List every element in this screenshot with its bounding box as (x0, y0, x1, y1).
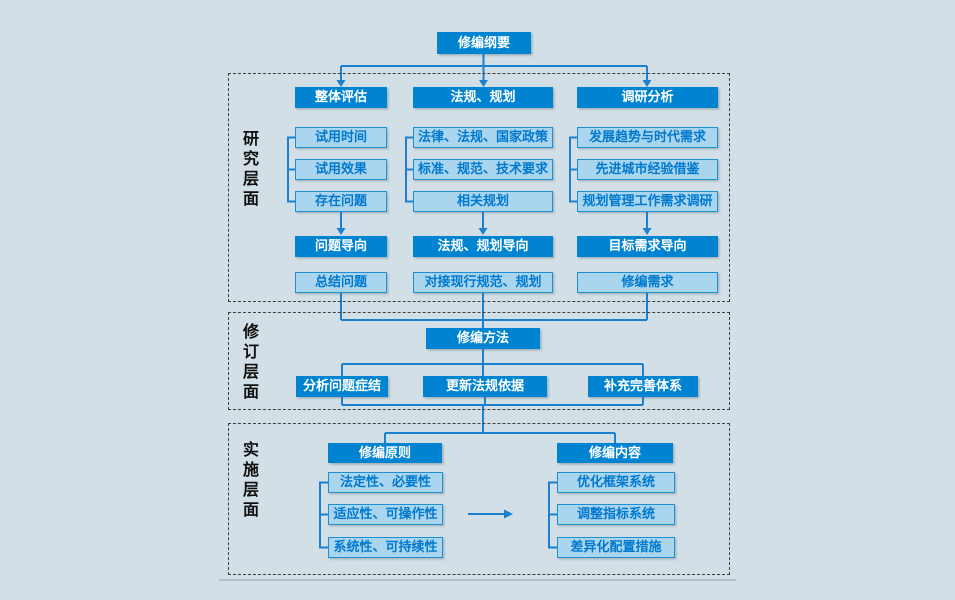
header-revision-content: 修编内容 (557, 443, 673, 463)
result-align-current-standards: 对接现行规范、规划 (413, 272, 553, 293)
header-overall-evaluation: 整体评估 (295, 87, 387, 108)
layer-panel-revision (228, 312, 730, 410)
item-trial-period: 试用时间 (295, 127, 387, 148)
action-improve-system: 补充完善体系 (588, 376, 698, 397)
item-development-trends: 发展趋势与时代需求 (577, 127, 718, 148)
header-laws-plans: 法规、规划 (413, 87, 553, 108)
item-trial-effect: 试用效果 (295, 159, 387, 180)
item-related-plans: 相关规划 (413, 191, 553, 212)
action-update-legal-basis: 更新法规依据 (423, 376, 547, 397)
item-standards-specs-requirements: 标准、规范、技术要求 (413, 159, 553, 180)
direction-problem-oriented: 问题导向 (295, 236, 387, 257)
item-optimize-framework: 优化框架系统 (557, 472, 675, 493)
item-systematic-sustainability: 系统性、可持续性 (328, 537, 443, 558)
baseline-shadow (219, 579, 736, 581)
direction-laws-plans-oriented: 法规、规划导向 (413, 236, 553, 257)
item-advanced-city-experience: 先进城市经验借鉴 (577, 159, 718, 180)
action-analyze-problems: 分析问题症结 (296, 376, 388, 397)
item-laws-regulations-policies: 法律、法规、国家政策 (413, 127, 553, 148)
item-planning-management-needs: 规划管理工作需求调研 (577, 191, 718, 212)
layer-label-revision: 修订层面 (240, 323, 259, 403)
item-existing-problems: 存在问题 (295, 191, 387, 212)
header-research-analysis: 调研分析 (577, 87, 718, 108)
item-adjust-indicators: 调整指标系统 (557, 504, 675, 525)
layer-label-research: 研究层面 (240, 130, 259, 210)
layer-label-implementation: 实施层面 (240, 441, 259, 521)
layer-panel-implementation (228, 423, 730, 575)
result-summarize-problems: 总结问题 (295, 272, 387, 293)
layer-panel-research (228, 73, 730, 302)
node-revision-method: 修编方法 (426, 328, 540, 349)
header-revision-principles: 修编原则 (328, 443, 442, 463)
item-legality-necessity: 法定性、必要性 (328, 472, 443, 493)
node-revision-outline: 修编纲要 (437, 32, 531, 54)
result-revision-needs: 修编需求 (577, 272, 718, 293)
item-differentiated-measures: 差异化配置措施 (557, 537, 675, 558)
direction-goal-demand-oriented: 目标需求导向 (577, 236, 718, 257)
item-adaptability-operability: 适应性、可操作性 (328, 504, 443, 525)
